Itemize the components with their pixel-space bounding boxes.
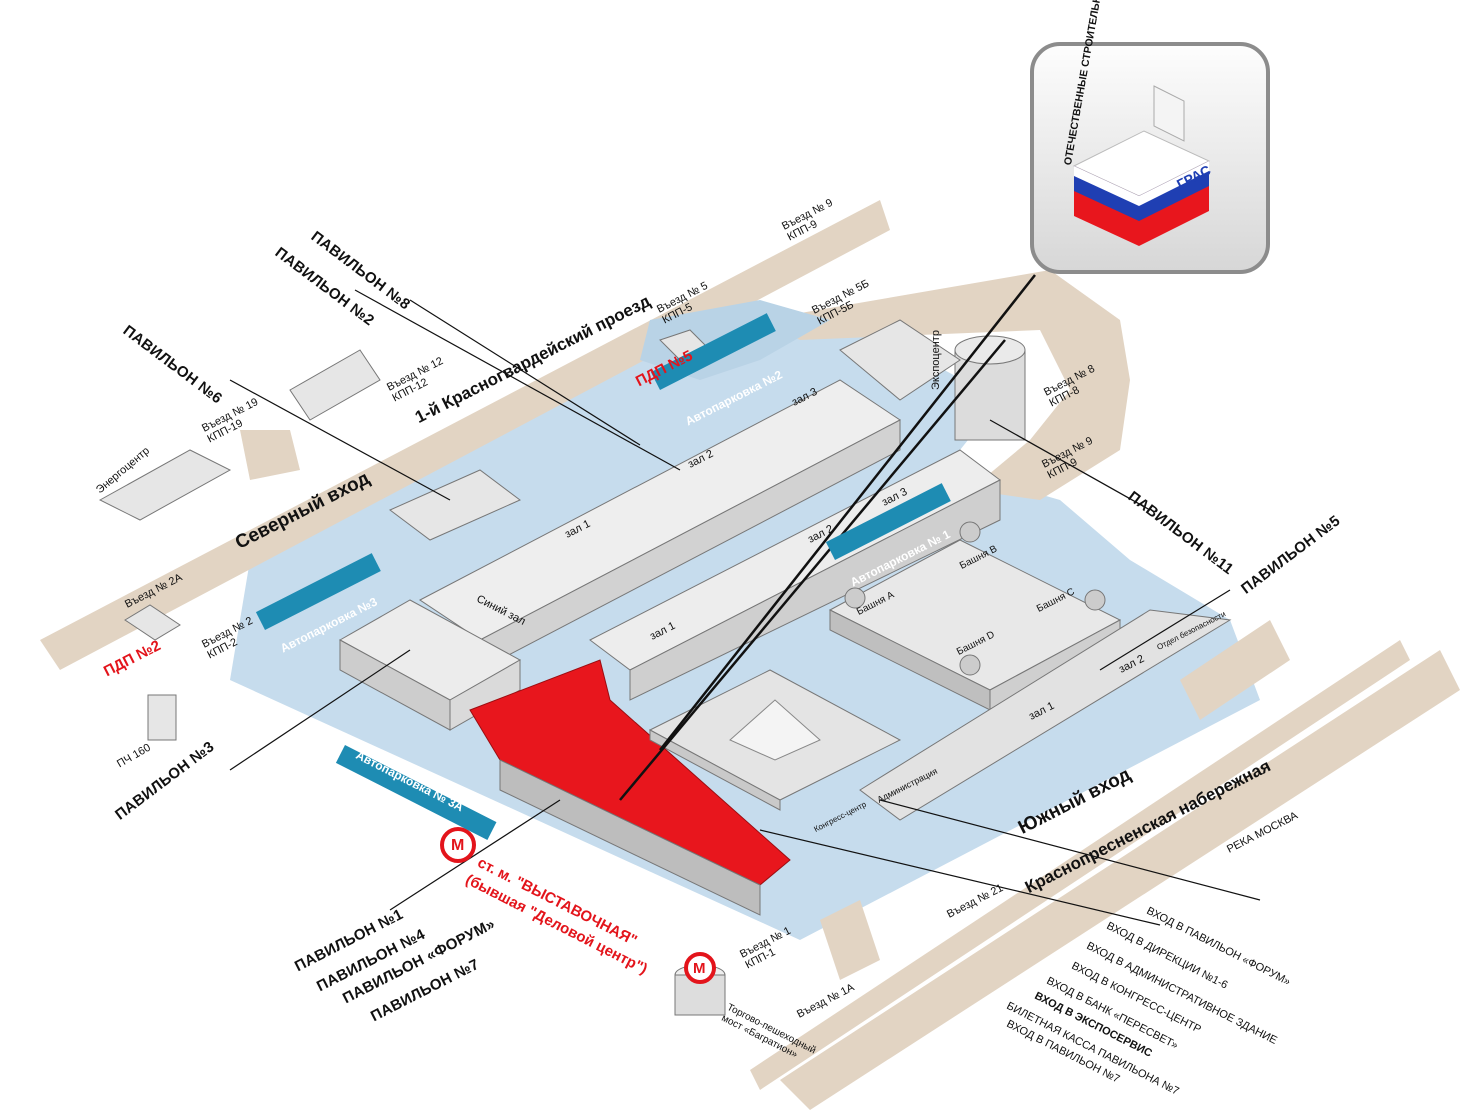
pavilion-3-building: [338, 599, 522, 731]
metro-letter-top: М: [451, 837, 465, 854]
leader-lines: [229, 274, 1261, 926]
metro-top-icon: [440, 827, 476, 863]
expocentre-tower: [839, 319, 1026, 441]
pavilion-7-highlight: [469, 659, 791, 916]
small-buildings: [98, 329, 711, 741]
gras-logo-icon: [1072, 85, 1211, 246]
admin-building: [859, 609, 1232, 821]
gras-logo-panel: ОТЕЧЕСТВЕННЫЕ СТРОИТЕЛЬНЫЕ МАТЕРИАЛЫ ГРА…: [1030, 0, 1270, 274]
pavilion-5-pyramid: [648, 669, 902, 811]
expocentre-label: Экспоцентр: [930, 330, 942, 390]
pavilion-11-towers: [828, 521, 1122, 711]
pavilion-2-building: [589, 449, 1001, 701]
metro-bridge-icon: [674, 952, 726, 1016]
metro-letter-bridge: М: [693, 960, 706, 977]
